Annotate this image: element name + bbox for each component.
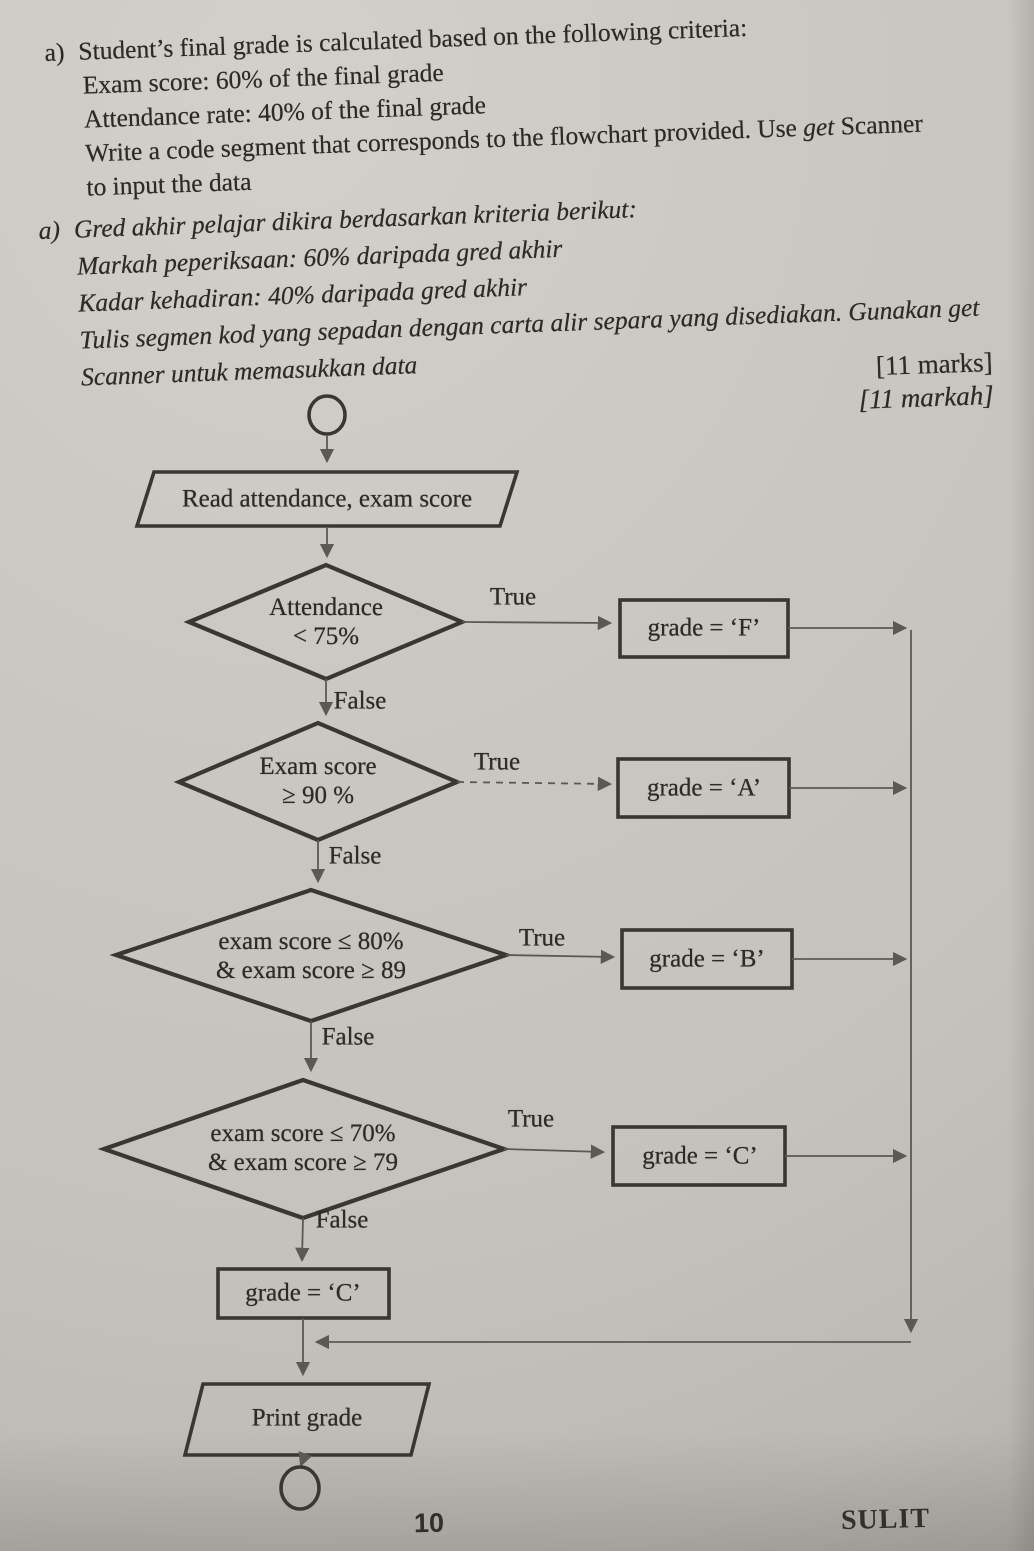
decision4-line1: exam score ≤ 70%	[210, 1120, 396, 1147]
confidential-tag: SULIT	[840, 1502, 931, 1537]
read-node-label: Read attendance, exam score	[181, 485, 473, 513]
decision2-line2: ≥ 90 %	[281, 782, 355, 809]
decision3-line2: & exam score ≥ 89	[215, 957, 407, 984]
decision1-line2: < 75%	[292, 623, 360, 650]
decision1-true-label: True	[489, 583, 537, 611]
grade-b-label: grade = ‘B’	[649, 945, 765, 973]
decision2-true-label: True	[473, 748, 521, 776]
end-terminator	[279, 1465, 321, 1511]
grade-f-label: grade = ‘F’	[647, 614, 761, 642]
decision3-true-label: True	[518, 924, 566, 952]
decision3-line1: exam score ≤ 80%	[218, 928, 404, 955]
page-number: 10	[413, 1507, 445, 1539]
grade-c2-label: grade = ‘C’	[245, 1279, 361, 1307]
print-node-label: Print grade	[251, 1404, 363, 1432]
connector-d4-true	[503, 1144, 606, 1159]
decision1-label: Attendance < 75%	[269, 593, 383, 651]
grade-c-label: grade = ‘C’	[642, 1142, 758, 1170]
print-parallelogram	[182, 1382, 432, 1457]
decision2-false-label: False	[328, 842, 382, 870]
decision3-false-label: False	[321, 1023, 375, 1051]
connector-d1-true	[461, 615, 613, 631]
decision2-line1: Exam score	[259, 753, 377, 780]
connector-d3-true	[505, 949, 616, 964]
connector-d4-false	[295, 1217, 310, 1263]
decision4-line2: & exam score ≥ 79	[207, 1149, 399, 1176]
decision4-label: exam score ≤ 70% & exam score ≥ 79	[208, 1119, 398, 1177]
connector-print-end	[298, 1451, 313, 1468]
decision3-label: exam score ≤ 80% & exam score ≥ 89	[216, 927, 406, 985]
grade-a-label: grade = ‘A’	[646, 774, 762, 802]
decision1-line1: Attendance	[269, 594, 383, 621]
decision4-false-label: False	[315, 1206, 369, 1234]
decision2-label: Exam score ≥ 90 %	[259, 752, 376, 810]
decision1-false-label: False	[333, 687, 387, 715]
decision4-true-label: True	[507, 1105, 555, 1133]
read-parallelogram	[134, 470, 520, 528]
start-terminator	[307, 394, 347, 436]
connector-d2-true	[456, 776, 613, 792]
